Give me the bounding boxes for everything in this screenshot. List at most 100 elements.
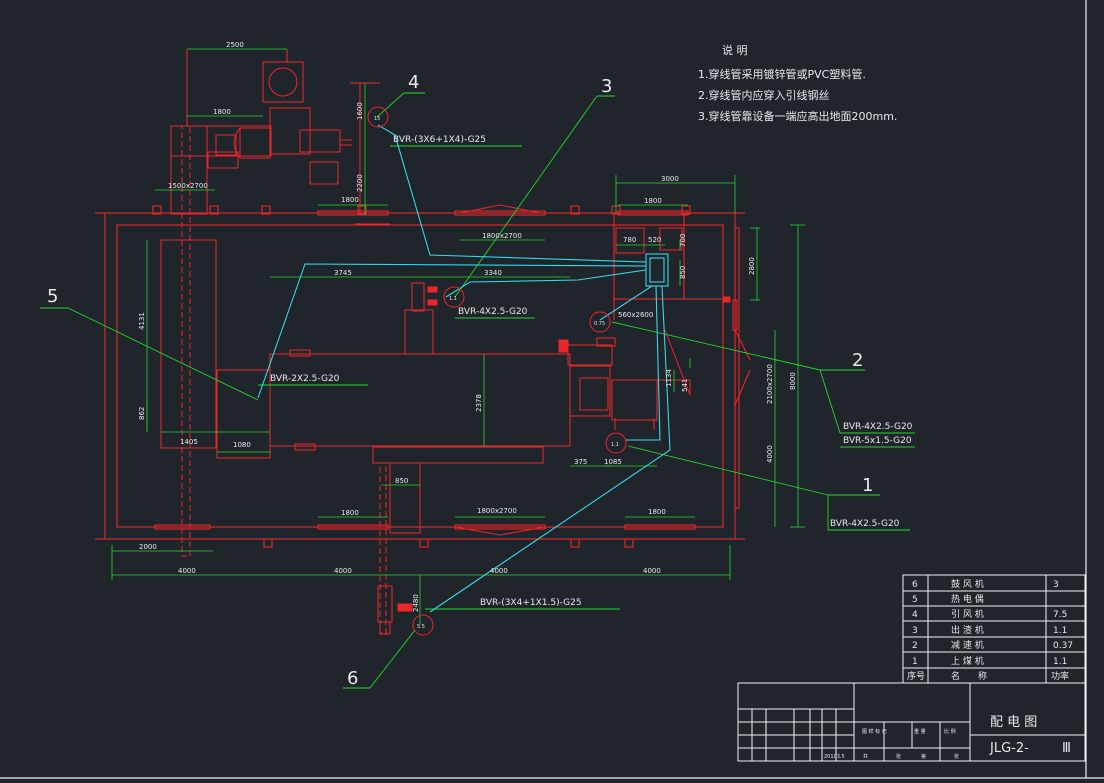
- callout-circles: [367, 106, 627, 636]
- equipment-markers: [397, 286, 731, 612]
- dim-text: 4000: [334, 567, 352, 575]
- dim-text: 850: [679, 266, 687, 279]
- table-cell: 6: [912, 580, 918, 590]
- title-block: [737, 682, 1086, 762]
- note-item-2: 2.穿线管内应穿入引线钢丝: [698, 88, 830, 102]
- title-block-label: 重 量: [914, 728, 926, 735]
- dim-text: 2000: [139, 543, 157, 551]
- cable-runs: [257, 124, 671, 613]
- notes-heading: 说 明: [722, 43, 748, 57]
- title-block-date: 20103.5: [824, 754, 845, 760]
- dim-text: 8000: [789, 372, 797, 390]
- dim-text: 375: [574, 458, 587, 466]
- table-cell: 3: [912, 626, 918, 636]
- drawing-title: 配 电 图: [990, 715, 1037, 730]
- dim-text: 1600: [356, 102, 364, 120]
- dim-text: 700: [679, 234, 687, 247]
- table-cell: 1.1: [1053, 626, 1067, 636]
- callout-leaders: [40, 92, 915, 689]
- dim-text: 1800x2700: [482, 232, 522, 240]
- title-block-label: 张: [954, 753, 959, 760]
- dim-text: 2100x2700: [766, 364, 774, 404]
- equipment-table: [902, 574, 1086, 684]
- dim-text: 4000: [643, 567, 661, 575]
- equipment-table-text: 6 鼓 风 机 3 5 热 电 偶 4 引 风 机 7.5 3 出 渣 机 1.…: [907, 578, 1073, 682]
- dim-text: 2500: [226, 41, 244, 49]
- table-header: 名 称: [951, 670, 987, 682]
- dimension-texts: 2500 1800 1600 2200 1500x2700 1800 1800x…: [138, 41, 797, 612]
- dim-text: 862: [138, 407, 146, 420]
- cable-label-2b: BVR-5x1.5-G20: [843, 436, 912, 446]
- table-cell: 3: [1053, 580, 1059, 590]
- dim-text: 1800x2700: [477, 507, 517, 515]
- cable-label-4: BVR-(3X6+1X4)-G25: [393, 135, 486, 145]
- table-header: 功率: [1051, 670, 1069, 682]
- table-cell: 出 渣 机: [951, 624, 984, 636]
- table-header: 序号: [907, 670, 925, 682]
- dimension-lines: [111, 48, 805, 625]
- boiler-equipment: [160, 49, 691, 635]
- table-cell: 2: [912, 641, 918, 651]
- table-cell: 0.37: [1053, 641, 1073, 651]
- dim-text: 1800: [644, 197, 662, 205]
- table-cell: 1: [912, 657, 918, 667]
- callout-2-power: 0.75: [594, 321, 605, 327]
- callout-1-power: 1.1: [611, 442, 619, 448]
- dim-text: 4000: [178, 567, 196, 575]
- callout-3-power: 1.1: [449, 296, 457, 302]
- drawing-number: JLG-2-: [989, 741, 1029, 756]
- cable-label-3: BVR-4X2.5-G20: [458, 307, 528, 317]
- dim-text: 780: [623, 236, 636, 244]
- cable-label-2a: BVR-4X2.5-G20: [843, 422, 913, 432]
- callout-number-1: 1: [862, 475, 873, 496]
- title-block-label: 张: [896, 753, 901, 760]
- table-cell: 1.1: [1053, 657, 1067, 667]
- callout-number-2: 2: [852, 350, 863, 371]
- dim-text: 2378: [475, 394, 483, 412]
- table-cell: 5: [912, 595, 918, 605]
- dim-text: 520: [648, 236, 661, 244]
- table-cell: 上 煤 机: [951, 655, 984, 667]
- dim-text: 1800: [341, 509, 359, 517]
- dim-text: 2800: [748, 257, 756, 275]
- drawing-number-roman: Ⅲ: [1062, 741, 1071, 756]
- dim-text: 1085: [604, 458, 622, 466]
- title-block-label: 共: [863, 753, 868, 760]
- dim-text: 1500x2700: [168, 182, 208, 190]
- dim-text: 541: [681, 379, 689, 392]
- table-cell: 热 电 偶: [951, 593, 984, 605]
- table-cell: 4: [912, 610, 918, 620]
- note-item-1: 1.穿线管采用镀锌管或PVC塑料管.: [698, 67, 866, 81]
- table-cell: 鼓 风 机: [951, 578, 984, 590]
- dim-text: 850: [395, 477, 408, 485]
- dim-text: 1405: [180, 438, 198, 446]
- dim-text: 1800: [213, 108, 231, 116]
- cable-label-5: BVR-2X2.5-G20: [270, 374, 340, 384]
- dim-text: 1800: [648, 508, 666, 516]
- table-cell: 引 风 机: [951, 608, 984, 620]
- dim-text: 4000: [490, 567, 508, 575]
- dim-text: 1800: [341, 196, 359, 204]
- title-block-label: 图 样 标 记: [862, 728, 887, 735]
- dim-text: 2200: [356, 174, 364, 192]
- callout-4-power: 15: [374, 116, 380, 122]
- callout-number-4: 4: [408, 72, 419, 93]
- notes-block: 说 明 1.穿线管采用镀锌管或PVC塑料管. 2.穿线管内应穿入引线钢丝 3.穿…: [698, 43, 897, 123]
- dim-text: 3340: [484, 269, 502, 277]
- note-item-3: 3.穿线管靠设备一端应高出地面200mm.: [698, 109, 897, 123]
- dim-text: 1134: [665, 369, 673, 387]
- dim-text: 2480: [412, 594, 420, 612]
- dim-text: 3000: [661, 175, 679, 183]
- dim-text: 560x2600: [618, 311, 653, 319]
- callout-6-power: 5.5: [417, 624, 425, 630]
- dim-text: 3745: [334, 269, 352, 277]
- dim-text: 1080: [233, 441, 251, 449]
- title-block-label: 比 例: [944, 728, 956, 735]
- cable-label-1: BVR-4X2.5-G20: [830, 519, 900, 529]
- table-cell: 7.5: [1053, 610, 1067, 620]
- dim-text: 4000: [766, 445, 774, 463]
- dim-text: 4131: [138, 312, 146, 330]
- building-walls: [95, 204, 751, 548]
